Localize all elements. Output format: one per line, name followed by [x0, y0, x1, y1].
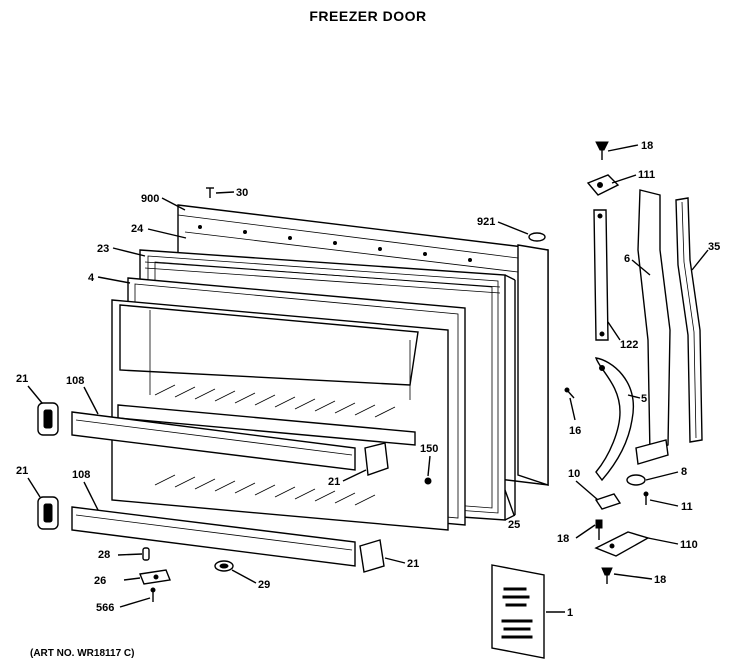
callout-35: 35 — [708, 241, 720, 253]
inner-door-liner — [111, 299, 449, 531]
diagram-title: FREEZER DOOR — [309, 8, 427, 24]
instruction-card-1 — [491, 564, 545, 659]
callout-1: 1 — [567, 607, 573, 619]
leader-lines — [27, 144, 709, 613]
shelf-end-cap-upper-left — [37, 402, 59, 436]
screw-18-top — [595, 141, 609, 160]
callout-18-bottom: 18 — [654, 574, 666, 586]
plug-921 — [528, 232, 546, 242]
callout-566: 566 — [96, 602, 114, 614]
callout-18-middle: 18 — [557, 533, 569, 545]
shelf-end-cap-lower-left — [37, 496, 59, 530]
cap-8 — [626, 474, 646, 486]
callout-921: 921 — [477, 216, 495, 228]
hinge-trim-6 — [635, 189, 671, 465]
callout-30: 30 — [236, 187, 248, 199]
callout-28: 28 — [98, 549, 110, 561]
callout-21-lower-left: 21 — [16, 465, 28, 477]
shelf-end-cap-upper-right — [364, 442, 389, 476]
callout-18-top: 18 — [641, 140, 653, 152]
screw-18-bottom — [601, 567, 613, 584]
hinge-111 — [586, 174, 620, 196]
callout-24: 24 — [131, 223, 144, 235]
callout-29: 29 — [258, 579, 270, 591]
art-number: (ART NO. WR18117 C) — [30, 648, 135, 659]
screw-11 — [643, 491, 649, 505]
callout-5: 5 — [641, 393, 647, 405]
callout-10: 10 — [568, 468, 580, 480]
screw-30 — [206, 187, 214, 198]
plug-150 — [424, 477, 432, 485]
callout-25: 25 — [508, 519, 520, 531]
callout-labels: 18 111 900 30 921 24 23 6 35 4 122 21 10… — [16, 140, 720, 619]
callout-111: 111 — [638, 169, 655, 181]
callout-150: 150 — [420, 443, 438, 455]
callout-900: 900 — [141, 193, 159, 205]
screw-566 — [150, 587, 156, 602]
hinge-cover-10 — [594, 493, 622, 510]
shelf-bar-lower — [71, 506, 356, 567]
callout-110: 110 — [680, 539, 698, 551]
bottom-hinge-110 — [594, 531, 650, 557]
callout-4: 4 — [88, 272, 95, 284]
plug-29 — [214, 560, 234, 572]
callout-108-upper: 108 — [66, 375, 84, 387]
callout-108-lower: 108 — [72, 469, 90, 481]
callout-26: 26 — [94, 575, 106, 587]
bracket-26 — [139, 569, 171, 585]
callout-11: 11 — [681, 501, 693, 513]
stop-28 — [142, 547, 150, 561]
screw-18-middle — [595, 519, 603, 540]
handle-trim-35 — [675, 197, 703, 443]
callout-21-upper-left: 21 — [16, 373, 28, 385]
door-handle-5 — [594, 357, 635, 482]
callout-6: 6 — [624, 253, 630, 265]
callout-21-upper-right: 21 — [328, 476, 340, 488]
callout-16: 16 — [569, 425, 581, 437]
callout-21-lower-right: 21 — [407, 558, 419, 570]
shelf-end-cap-lower-right — [359, 539, 385, 573]
shelf-bar-upper — [71, 411, 356, 471]
callout-8: 8 — [681, 466, 687, 478]
hinge-bar-122 — [593, 209, 609, 341]
screw-16 — [564, 387, 575, 399]
callout-122: 122 — [620, 339, 638, 351]
callout-23: 23 — [97, 243, 109, 255]
